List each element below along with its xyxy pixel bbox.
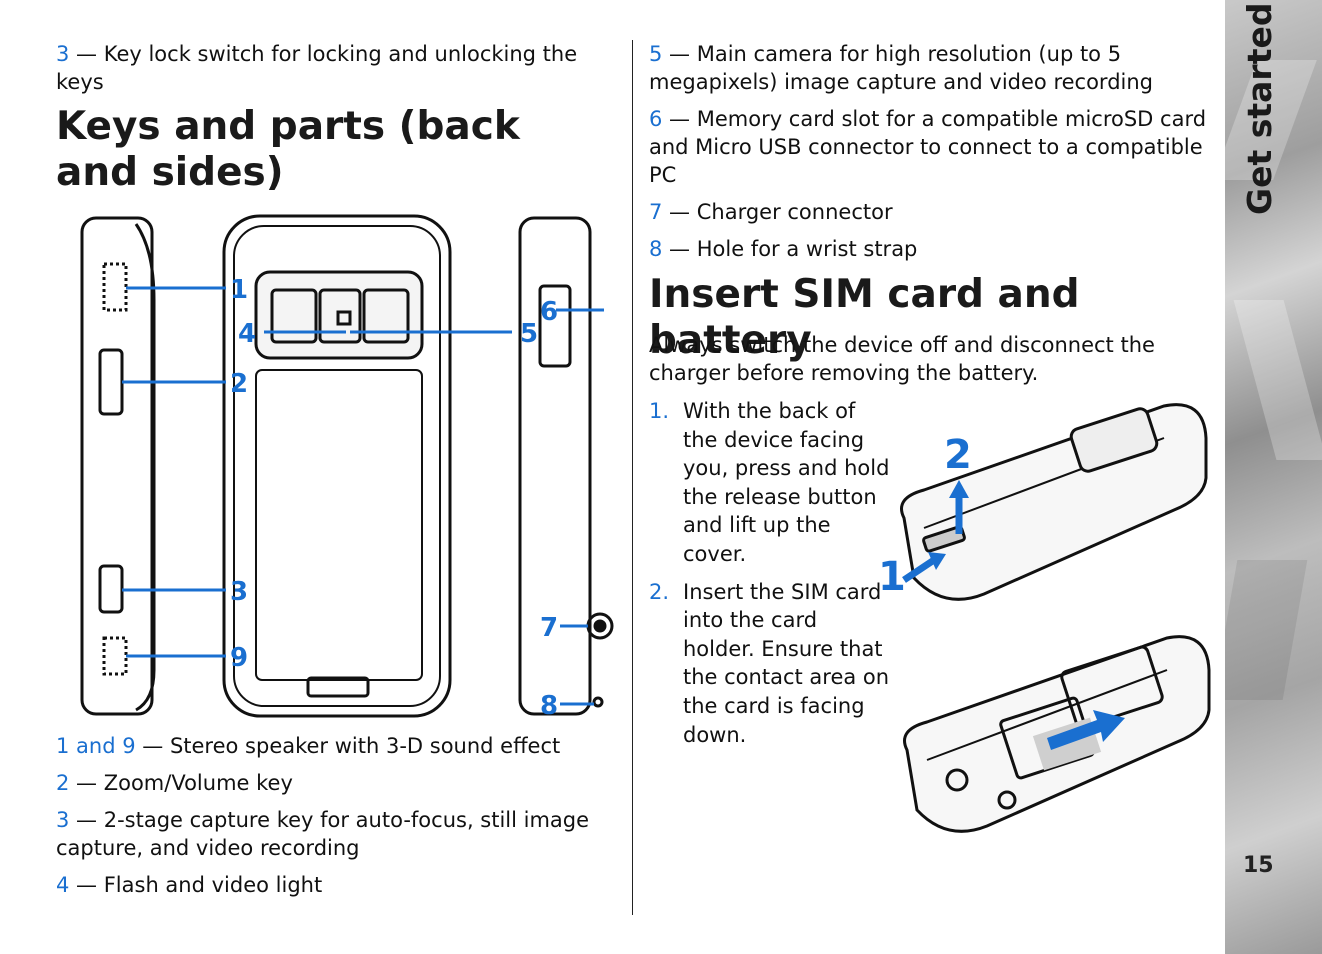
list-item: 7 — Charger connector <box>649 198 1217 226</box>
figure-label: 3 <box>230 577 248 607</box>
step-text: With the back of the device facing you, … <box>683 399 890 566</box>
phone-left-side-view <box>80 216 156 716</box>
phone-right-side-view <box>518 216 614 716</box>
item-text: — Key lock switch for locking and unlock… <box>56 42 578 94</box>
list-item: 3 — 2-stage capture key for auto-focus, … <box>56 806 621 862</box>
list-item: 5 — Main camera for high resolution (up … <box>649 40 1217 96</box>
list-item: 2 — Zoom/Volume key <box>56 769 621 797</box>
item-number: 8 <box>649 237 663 261</box>
parts-list-left: 1 and 9 — Stereo speaker with 3-D sound … <box>56 732 621 899</box>
remove-cover-illustration: 2 1 <box>878 403 1208 601</box>
item-3-top: 3 — Key lock switch for locking and unlo… <box>56 40 631 96</box>
insert-sim-illustration <box>903 635 1211 833</box>
figure-label: 9 <box>230 643 248 673</box>
list-item: 6 — Memory card slot for a compatible mi… <box>649 105 1217 189</box>
parts-list-right: 5 — Main camera for high resolution (up … <box>649 40 1217 263</box>
item-number: 5 <box>649 42 663 66</box>
item-number: 3 <box>56 808 70 832</box>
steps-list: 1. With the back of the device facing you… <box>649 397 893 758</box>
item-text: — Zoom/Volume key <box>69 771 293 795</box>
step-item: 2. Insert the SIM card into the card hold… <box>649 578 893 750</box>
item-number: 3 <box>56 42 70 66</box>
sidebar-strip <box>1225 0 1322 954</box>
list-item: 4 — Flash and video light <box>56 871 621 899</box>
item-number: 2 <box>56 771 70 795</box>
item-text: — Charger connector <box>662 200 893 224</box>
item-number: 7 <box>649 200 663 224</box>
sidebar-decoration <box>1225 560 1308 700</box>
item-text: — Stereo speaker with 3-D sound effect <box>135 734 561 758</box>
item-number: 4 <box>56 873 70 897</box>
figure-label: 7 <box>540 613 558 643</box>
phone-back-view <box>222 214 452 718</box>
step-number: 2. <box>649 579 670 604</box>
step-number: 1. <box>649 399 670 423</box>
item-text: — 2-stage capture key for auto-focus, st… <box>56 808 590 860</box>
phone-parts-figure: 1 2 3 4 5 6 7 8 9 <box>80 214 614 721</box>
illustration-label: 1 <box>878 554 906 600</box>
sidebar-decoration <box>1233 300 1322 460</box>
item-text: — Memory card slot for a compatible micr… <box>649 107 1207 187</box>
intro-paragraph: Always switch the device off and disconn… <box>649 333 1155 385</box>
section-title: Get started <box>1240 2 1279 215</box>
item-text: — Hole for a wrist strap <box>662 237 918 261</box>
step-text: Insert the SIM card into the card holder… <box>683 579 890 747</box>
figure-label: 4 <box>238 319 256 349</box>
figure-label: 6 <box>540 297 558 327</box>
column-divider <box>632 40 633 915</box>
figure-label: 8 <box>540 691 558 721</box>
page-number: 15 <box>1243 853 1274 878</box>
heading-keys-parts: Keys and parts (back and sides) <box>56 104 520 195</box>
step-item: 1. With the back of the device facing you… <box>649 397 893 569</box>
figure-label: 1 <box>230 275 248 305</box>
heading-insert-sim: Insert SIM card and battery <box>649 272 1080 363</box>
illustration-label: 2 <box>944 432 972 478</box>
item-text: — Main camera for high resolution (up to… <box>649 42 1153 94</box>
item-number: 1 and 9 <box>56 734 136 758</box>
item-number: 6 <box>649 107 663 131</box>
list-item: 1 and 9 — Stereo speaker with 3-D sound … <box>56 732 621 760</box>
figure-label: 5 <box>520 319 538 349</box>
figure-label: 2 <box>230 369 248 399</box>
list-item: 8 — Hole for a wrist strap <box>649 235 1217 263</box>
item-text: — Flash and video light <box>69 873 323 897</box>
